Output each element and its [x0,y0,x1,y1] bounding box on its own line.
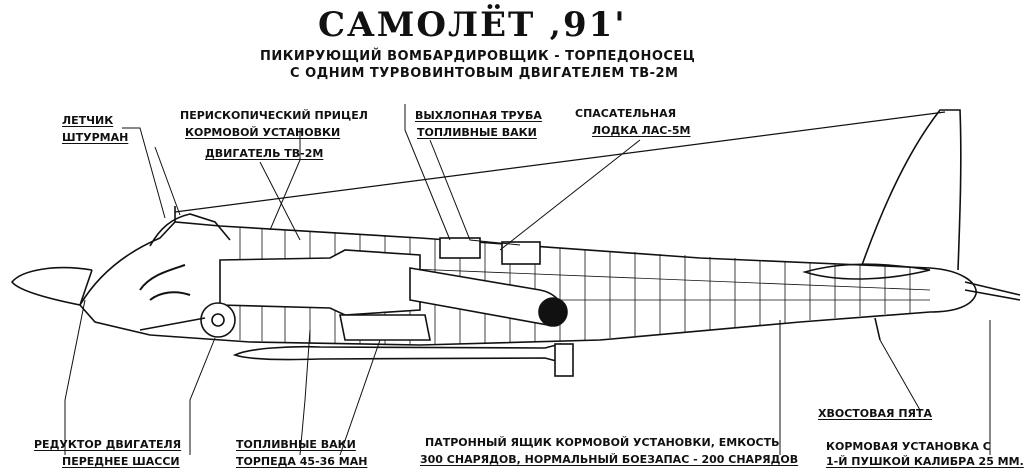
fuselage-outline [79,221,977,346]
label-periscope-line-1: ПЕРИСКОПИЧЕСКИЙ ПРИЦЕЛ [180,109,368,122]
label-periscope-line-2: КОРМОВОЙ УСТАНОВКИ [185,126,341,139]
label-engine: ДВИГАТЕЛЬ ТВ-2М [205,147,324,160]
page-title: САМОЛЁТ ‚91' [318,5,627,45]
label-navigator: ШТУРМАН [62,131,129,144]
label-fuel-tanks-upper: ТОПЛИВНЫЕ ВАКИ [417,126,537,139]
fuel-tank-upper-2 [501,241,541,265]
subtitle-line-1: ПИКИРУЮЩИЙ ВОМБАРДИРОВЩИК - ТОРПЕДОНОСЕЦ [260,49,696,64]
label-pilot: ЛЕТЧИК [62,114,114,127]
label-ammo-line-2: 300 СНАРЯДОВ, НОРМАЛЬНЫЙ БОЕЗАПАС - 200 … [420,453,799,466]
label-fuel-tanks-lower: ТОПЛИВНЫЕ ВАКИ [236,438,356,451]
subtitle-line-2: С ОДНИМ ТУРВОВИНТОВЫМ ДВИГАТЕЛЕМ ТВ-2М [290,66,679,81]
tail-turret [964,281,1021,301]
crew [139,264,191,301]
label-tail-turret-line-1: КОРМОВАЯ УСТАНОВКА С [826,440,991,453]
engine-block [219,249,421,316]
canopy [149,213,231,247]
label-gearbox: РЕДУКТОР ДВИГАТЕЛЯ [34,438,182,451]
label-tail-skid: ХВОСТОВАЯ ПЯТА [818,407,933,420]
label-ammo-line-1: ПАТРОННЫЙ ЯЩИК КОРМОВОЙ УСТАНОВКИ, ЕМКОС… [425,436,780,449]
label-tail-turret-line-2: 1-Й ПУШКОЙ КАЛИБРА 25 ММ. [826,455,1024,468]
label-torpedo: ТОРПЕДА 45-36 МАН [236,455,368,468]
label-exhaust: ВЫХЛОПНАЯ ТРУБА [415,109,542,122]
vertical-tail [861,109,962,271]
torpedo [232,342,561,364]
label-liferaft-line-2: ЛОДКА ЛАС-5М [592,124,691,137]
label-front-gear: ПЕРЕДНЕЕ ШАССИ [62,455,180,468]
nose-wheel [200,302,236,338]
horizontal-stabilizer [802,263,931,280]
fuel-tank-upper [439,237,481,259]
propeller-spinner [10,266,93,306]
fuel-tank-lower [339,314,431,341]
label-liferaft-line-1: СПАСАТЕЛЬНАЯ [575,107,677,120]
